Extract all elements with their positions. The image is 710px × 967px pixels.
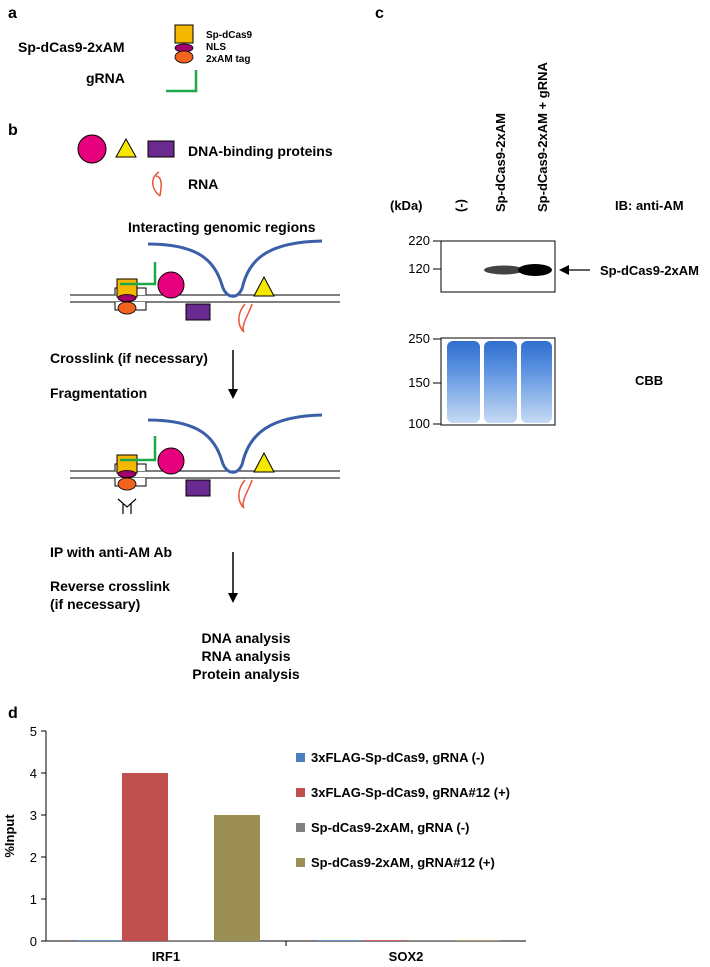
grna-icon	[120, 436, 157, 462]
reverse-crosslink-note: (if necessary)	[50, 596, 140, 612]
panel-b-letter: b	[8, 122, 18, 139]
legend-swatch	[296, 823, 305, 832]
marker-100: 100	[408, 416, 430, 431]
y-tick-label: 3	[30, 808, 37, 823]
bar	[408, 940, 454, 941]
grna-legend-icon	[166, 70, 198, 93]
circle-protein-icon	[157, 271, 185, 299]
fragmentation-step: Fragmentation	[50, 385, 147, 401]
marker-250: 250	[408, 331, 430, 346]
circle-protein-icon	[77, 134, 107, 164]
y-tick-label: 0	[30, 934, 37, 949]
cbb-label: CBB	[635, 373, 663, 388]
chromatin-schematic-1	[70, 239, 340, 333]
genomic-loop-curve	[147, 239, 323, 298]
band-label: Sp-dCas9-2xAM	[600, 263, 699, 278]
chromatin-schematic-2	[70, 413, 340, 514]
cas9-legend-icon	[174, 24, 194, 44]
triangle-protein-icon	[115, 137, 137, 158]
cas9-legend-label: Sp-dCas9	[206, 30, 253, 41]
triangle-protein-icon	[253, 275, 275, 297]
lane-label-neg: (-)	[453, 199, 468, 212]
cbb-lane-1	[447, 341, 480, 423]
y-axis-label: %Input	[2, 814, 17, 858]
legend-swatch	[296, 858, 305, 867]
nls-icon	[117, 294, 137, 302]
panel-c-letter: c	[375, 5, 384, 22]
panel-d-letter: d	[8, 705, 18, 722]
rna-label: RNA	[188, 176, 218, 192]
y-tick-label: 1	[30, 892, 37, 907]
legend-label: 3xFLAG-Sp-dCas9, gRNA#12 (+)	[311, 785, 510, 800]
circle-protein-icon	[157, 447, 185, 475]
tag-icon	[117, 301, 137, 315]
legend-label: Sp-dCas9-2xAM, gRNA#12 (+)	[311, 855, 495, 870]
triangle-protein-icon	[253, 451, 275, 473]
construct-label: Sp-dCas9-2xAM	[18, 39, 125, 55]
nls-legend-label: NLS	[206, 42, 226, 53]
x-tick-label: IRF1	[152, 949, 180, 964]
legend-label: 3xFLAG-Sp-dCas9, gRNA (-)	[311, 750, 485, 765]
marker-220: 220	[408, 233, 430, 248]
band-lane-2	[484, 265, 524, 275]
grna-label: gRNA	[86, 70, 125, 86]
tag-legend-icon	[174, 50, 194, 64]
bar	[122, 773, 168, 941]
y-tick-label: 4	[30, 766, 37, 781]
bar	[168, 940, 214, 941]
y-tick-label: 2	[30, 850, 37, 865]
lane-label-cas9-grna: Sp-dCas9-2xAM + gRNA	[535, 62, 550, 212]
rna-icon	[152, 171, 162, 197]
kda-label: (kDa)	[390, 198, 423, 213]
legend-swatch	[296, 753, 305, 762]
genomic-regions-label: Interacting genomic regions	[128, 219, 316, 235]
tag-legend-label: 2xAM tag	[206, 54, 250, 65]
x-tick-label: SOX2	[389, 949, 424, 964]
grna-icon	[120, 262, 157, 286]
band-lane-3	[518, 264, 552, 276]
legend-swatch	[296, 788, 305, 797]
crosslink-step: Crosslink (if necessary)	[50, 350, 208, 366]
legend-label: Sp-dCas9-2xAM, gRNA (-)	[311, 820, 469, 835]
square-protein-icon	[185, 479, 211, 497]
bar	[214, 815, 260, 941]
bar	[454, 940, 500, 941]
bar	[362, 940, 408, 941]
panel-a-letter: a	[8, 5, 17, 22]
dna-binding-label: DNA-binding proteins	[188, 143, 333, 159]
reverse-crosslink-step: Reverse crosslink	[50, 578, 170, 594]
lane-label-cas9: Sp-dCas9-2xAM	[493, 113, 508, 212]
square-protein-icon	[147, 140, 175, 158]
marker-150: 150	[408, 375, 430, 390]
rna-analysis: RNA analysis	[202, 648, 291, 664]
bar	[316, 940, 362, 941]
nls-icon	[117, 470, 137, 478]
cbb-lane-2	[484, 341, 517, 423]
square-protein-icon	[185, 303, 211, 321]
rna-icon	[238, 479, 253, 509]
marker-120: 120	[408, 261, 430, 276]
protein-analysis: Protein analysis	[192, 666, 300, 682]
bar	[76, 940, 122, 941]
cbb-gel: 250 150 100	[408, 331, 556, 431]
ip-step: IP with anti-AM Ab	[50, 544, 172, 560]
y-tick-label: 5	[30, 724, 37, 739]
ib-label: IB: anti-AM	[615, 198, 684, 213]
genomic-loop-curve	[147, 413, 323, 474]
cbb-lane-3	[521, 341, 552, 423]
antibody-icon	[117, 498, 137, 514]
western-blot: 220 120	[408, 233, 556, 293]
dna-analysis: DNA analysis	[202, 630, 291, 646]
tag-icon	[117, 477, 137, 491]
rna-icon	[238, 303, 253, 333]
